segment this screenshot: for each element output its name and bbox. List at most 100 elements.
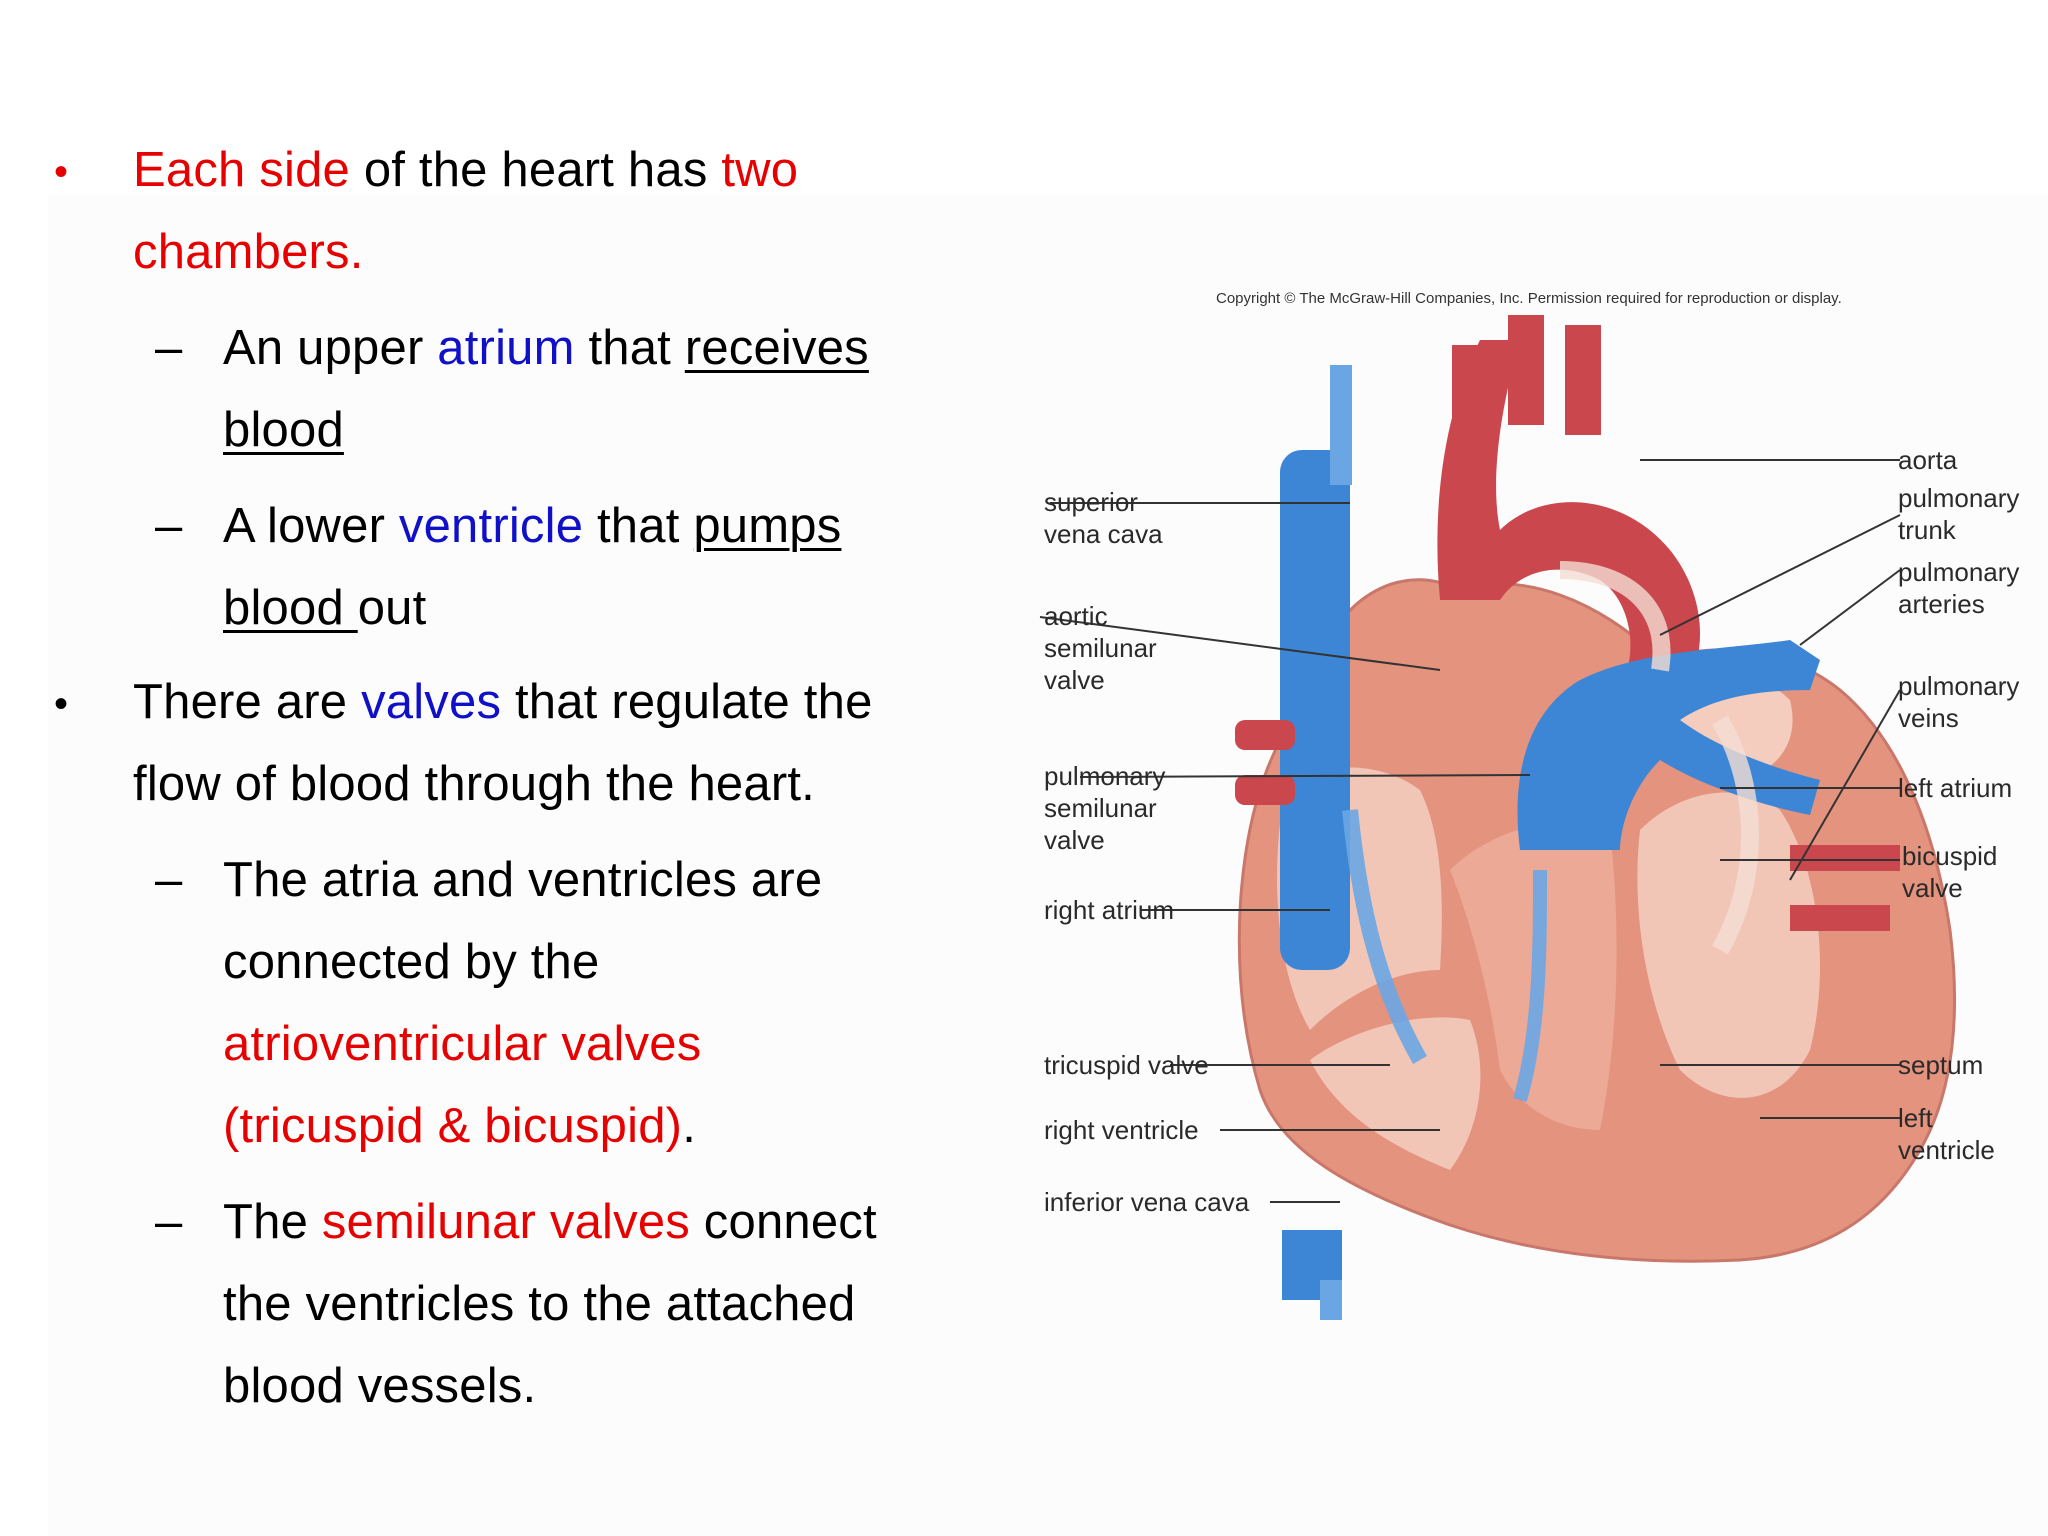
sub-1-line-2: blood [223,400,344,460]
label-line: trunk [1898,515,1956,545]
flow-arrow-left-ventricle [1712,715,1759,955]
bullet-2-line-1: There are valves that regulate the [133,672,873,732]
label-aortic-semilunar-valve: aortic semilunar valve [1044,600,1157,696]
leader-pulmonary-arteries [1799,569,1901,646]
dash-marker: – [155,499,183,553]
aorta-vessel [1437,340,1700,710]
right-pulmonary-vein-1 [1235,720,1295,750]
text-run: that regulate the [501,675,873,729]
text-run: An upper [223,321,438,375]
inferior-vena-cava-tail [1320,1280,1342,1320]
label-line: arteries [1898,589,1985,619]
text-run: The [223,1195,322,1249]
sub-4-line-1: The semilunar valves connect [223,1192,877,1252]
dash-marker: – [155,321,183,375]
label-line: valve [1044,665,1105,695]
vena-cava-top [1330,365,1352,485]
label-line: pulmonary [1898,483,2020,513]
right-pulmonary-vein-2 [1235,775,1295,805]
label-bicuspid-valve: bicuspid valve [1902,840,1997,904]
emphasis-tricuspid-bicuspid: (tricuspid & bicuspid) [223,1099,683,1153]
label-line: semilunar [1044,633,1157,663]
bullet-marker: • [54,150,69,194]
text-run: that [583,499,694,553]
label-line: valve [1902,873,1963,903]
aortic-branch-3 [1565,325,1601,435]
emphasis-atrium: atrium [437,321,575,375]
label-line: pulmonary [1898,671,2020,701]
label-line: veins [1898,703,1959,733]
flow-arrow-right-ventricle [1342,809,1427,1064]
sub-3-line-3: atrioventricular valves [223,1017,702,1071]
label-tricuspid-valve: tricuspid valve [1044,1050,1209,1080]
aortic-branch-1 [1452,345,1486,435]
leader-aortic-semilunar [1039,616,1441,671]
right-ventricle-chamber [1310,1017,1481,1170]
label-superior-vena-cava: superior vena cava [1044,486,1163,550]
underlined-blood: blood [223,403,344,457]
sub-1-line-1: An upper atrium that receives [223,318,869,378]
label-right-ventricle: right ventricle [1044,1115,1199,1145]
text-run: A lower [223,499,399,553]
text-run: out [357,581,427,635]
heart-illustration [1039,315,1957,1320]
label-left-ventricle: left ventricle [1898,1102,1995,1166]
label-line: pulmonary [1898,557,2020,587]
leader-lines [1039,459,1901,1203]
label-right-atrium: right atrium [1044,895,1175,925]
bullet-marker: • [54,682,69,726]
sub-4-line-3: blood vessels. [223,1359,537,1413]
bullet-2-line-2: flow of blood through the heart. [133,757,815,811]
text-run: There are [133,675,362,729]
label-line: semilunar [1044,793,1157,823]
underlined-receives: receives [684,321,869,375]
label-line: superior [1044,487,1138,517]
label-line: left [1898,1103,1933,1133]
slide-text: • Each side of the heart has two chamber… [0,0,980,1536]
left-pulmonary-vein-1 [1790,845,1900,871]
label-line: valve [1044,825,1105,855]
left-pulmonary-vein-2 [1790,905,1890,931]
sub-3-line-2: connected by the [223,935,600,989]
emphasis-each-side: Each side [133,143,350,197]
underlined-pumps: pumps [693,499,842,553]
label-pulmonary-veins: pulmonary veins [1898,670,2019,734]
label-line: pulmonary [1044,761,1166,791]
emphasis-ventricle: ventricle [398,499,584,553]
dash-marker: – [155,1195,183,1249]
label-pulmonary-semilunar-valve: pulmonary semilunar valve [1044,760,1165,856]
flow-arrow-aorta [1559,561,1671,672]
emphasis-valves: valves [361,675,502,729]
label-septum: septum [1898,1050,1984,1080]
label-line: aortic [1044,601,1108,631]
leader-pulmonary-veins [1789,689,1901,881]
label-left-atrium: left atrium [1898,773,2013,803]
bullet-1-line-1: Each side of the heart has two [133,140,798,200]
leader-pulmonary-trunk [1659,514,1901,636]
heart-diagram: Copyright © The McGraw-Hill Companies, I… [1020,270,2048,1340]
label-line: ventricle [1898,1135,1995,1165]
label-pulmonary-trunk: pulmonary trunk [1898,482,2019,546]
label-aorta: aorta [1898,445,1958,475]
sub-2-line-2: blood out [223,578,426,638]
bullet-1-line-2: chambers. [133,225,364,279]
underlined-blood: blood [223,581,358,635]
sub-2-line-1: A lower ventricle that pumps [223,496,841,556]
text-run: . [682,1099,697,1153]
flow-arrow-pulmonary [1513,869,1547,1102]
text-run: connect [689,1195,877,1249]
sub-3-line-1: The atria and ventricles are [223,853,823,907]
emphasis-two: two [721,143,799,197]
label-line: bicuspid [1902,841,1998,871]
emphasis-semilunar-valves: semilunar valves [321,1195,690,1249]
aortic-branch-2 [1508,315,1544,425]
label-inferior-vena-cava: inferior vena cava [1044,1187,1250,1217]
text-run: of the heart has [350,143,722,197]
label-line: vena cava [1044,519,1163,549]
copyright-notice: Copyright © The McGraw-Hill Companies, I… [1216,290,1842,307]
label-pulmonary-arteries: pulmonary arteries [1898,556,2019,620]
leader-pulmonary-semilunar [1079,774,1531,778]
dash-marker: – [155,853,183,907]
sub-4-line-2: the ventricles to the attached [223,1277,856,1331]
text-run: that [574,321,685,375]
